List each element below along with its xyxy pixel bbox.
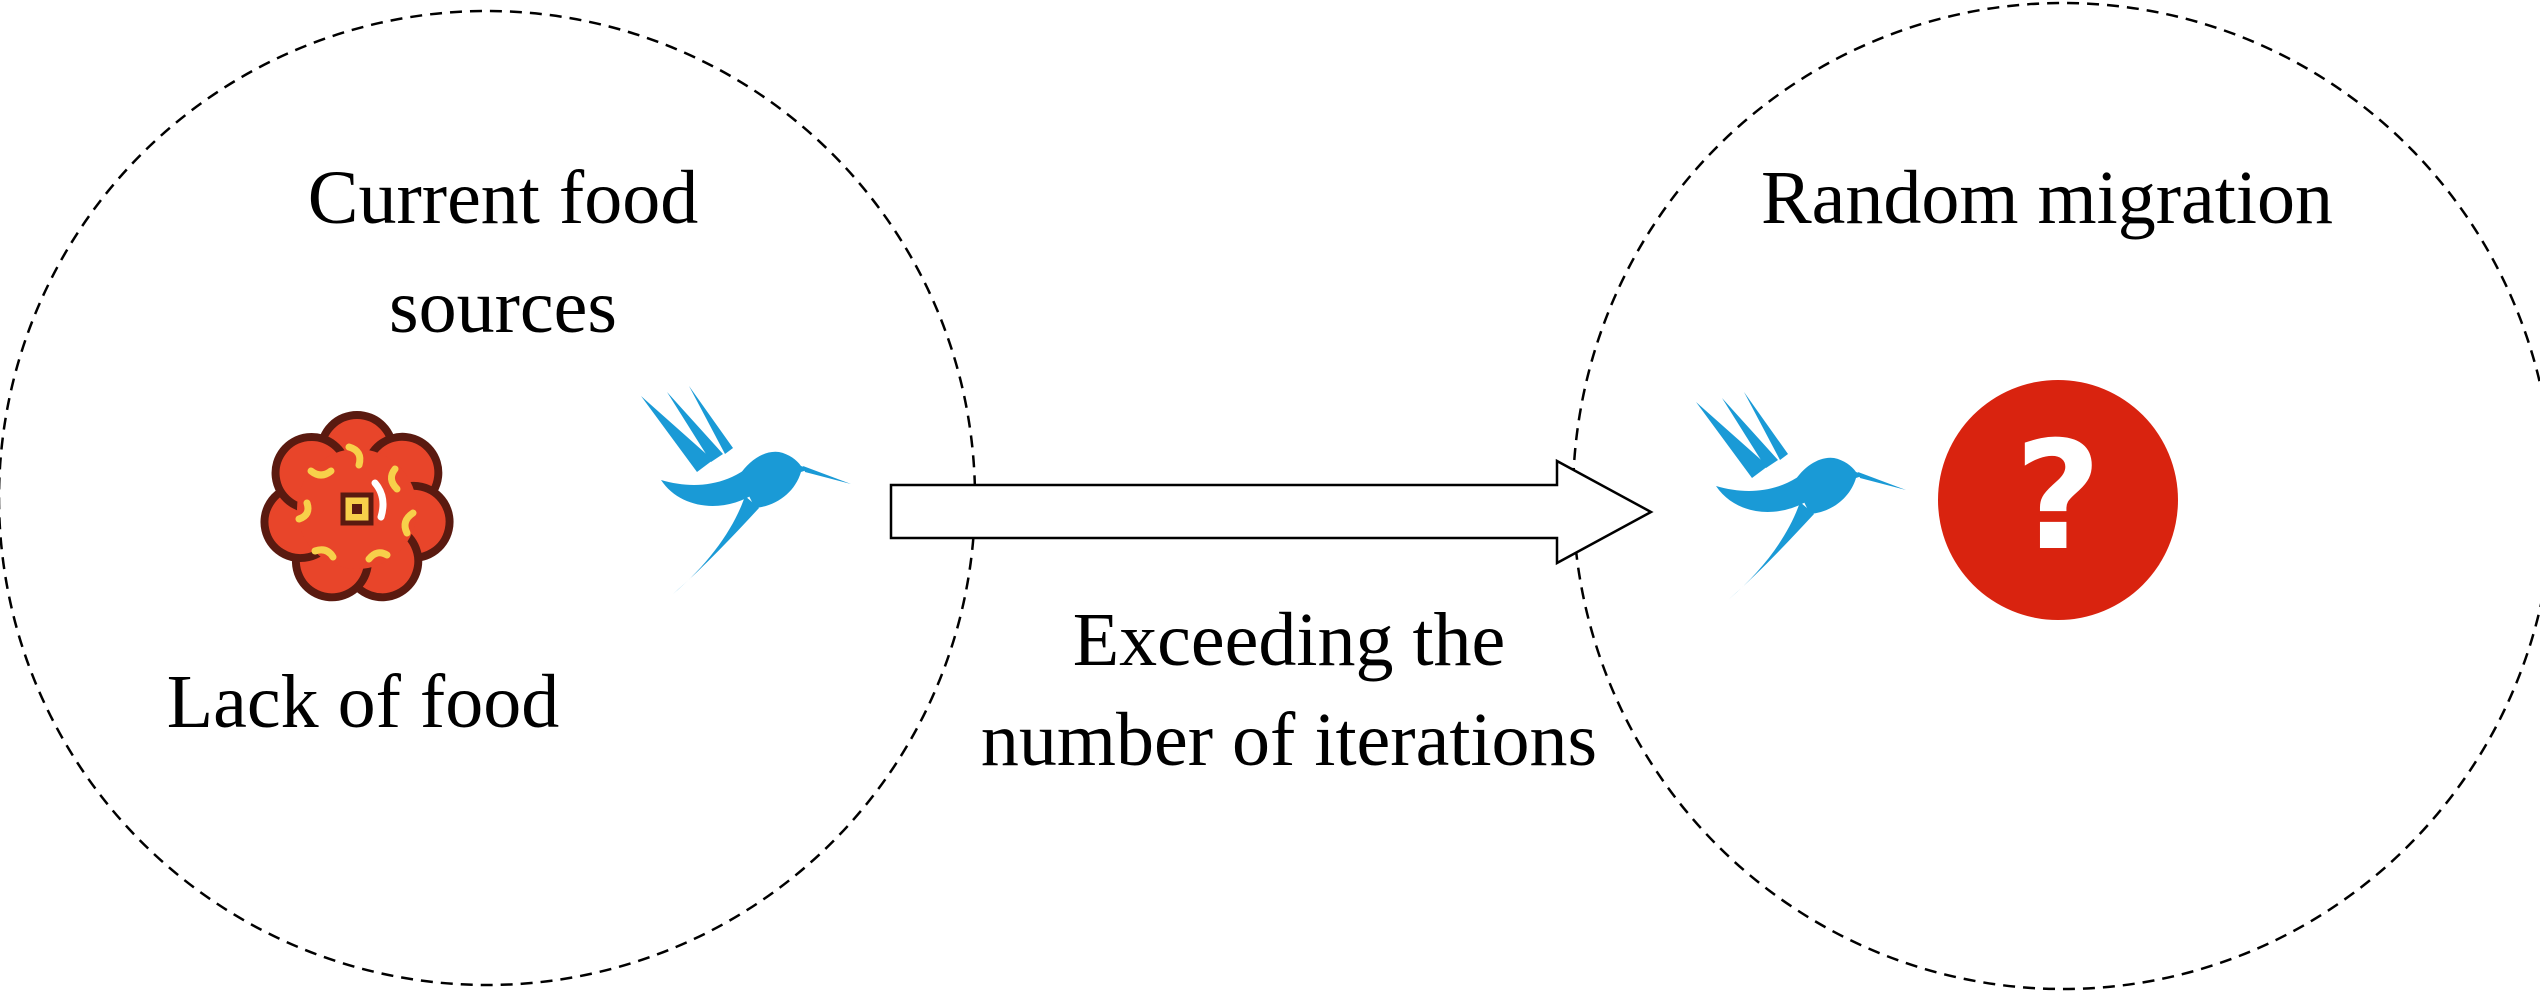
hummingbird-icon-right xyxy=(1696,392,1906,600)
transition-arrow xyxy=(889,458,1654,566)
question-mark-icon: ? xyxy=(1938,380,2178,620)
arrow-label-line2: number of iterations xyxy=(981,698,1597,782)
random-migration-title: Random migration xyxy=(1761,156,2333,240)
arrow-label-line1: Exceeding the xyxy=(1073,598,1506,682)
question-glyph: ? xyxy=(2014,410,2101,584)
flower-icon xyxy=(260,411,454,602)
hummingbird-icon-left xyxy=(641,386,851,594)
left-title-line2: sources xyxy=(389,265,617,349)
lack-of-food-caption: Lack of food xyxy=(167,660,560,744)
left-title-line1: Current food xyxy=(308,156,698,240)
